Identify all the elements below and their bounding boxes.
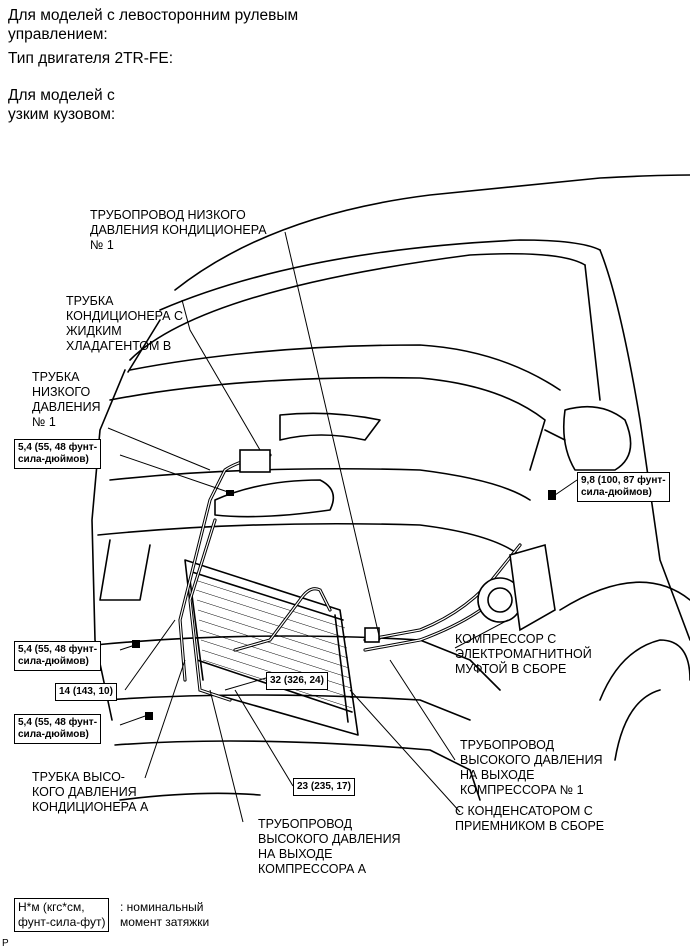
mirror-shape: [562, 405, 632, 471]
emblem-area: [214, 479, 335, 518]
condenser-outline: [184, 559, 359, 736]
label-high-pressure-tube-a: ТРУБКА ВЫСО- КОГО ДАВЛЕНИЯ КОНДИЦИОНЕРА …: [32, 770, 149, 814]
label-compressor-assembly: КОМПРЕССОР С ЭЛЕКТРОМАГНИТНОЙ МУФТОЙ В С…: [455, 632, 592, 676]
torque-box-7: 23 (235, 17): [293, 778, 355, 796]
label-liquid-pipe-b: ТРУБКА КОНДИЦИОНЕРА С ЖИДКИМ ХЛАДАГЕНТОМ…: [66, 294, 183, 353]
header-lhd: Для моделей с левосторонним рулевым упра…: [8, 7, 299, 43]
label-low-pressure-pipe-1: ТРУБОПРОВОД НИЗКОГО ДАВЛЕНИЯ КОНДИЦИОНЕР…: [90, 208, 267, 252]
torque-box-2: 9,8 (100, 87 фунт- сила-дюймов): [577, 472, 670, 502]
legend-box: Н*м (кгс*см, фунт-сила-фут): [14, 898, 110, 932]
label-condenser-assembly: С КОНДЕНСАТОРОМ С ПРИЕМНИКОМ В СБОРЕ: [455, 804, 605, 833]
windshield-edge: [129, 252, 586, 361]
torque-box-5: 32 (326, 24): [266, 672, 328, 690]
hood-front: [109, 376, 546, 471]
header-engine: Тип двигателя 2TR-FE:: [8, 50, 174, 67]
hood-top: [129, 344, 561, 391]
windshield-top: [159, 239, 601, 311]
header-narrow-body: Для моделей с узким кузовом:: [8, 87, 116, 123]
pipe-bracket: [239, 449, 271, 473]
torque-box-4: 14 (143, 10): [55, 683, 117, 701]
legend-text: : номинальный момент затяжки: [120, 900, 210, 929]
leader-low-pressure-pipe: [284, 231, 381, 641]
corner-mark: P: [2, 938, 9, 949]
torque-box-6: 5,4 (55, 48 фунт- сила-дюймов): [14, 714, 102, 744]
torque-box-1: 5,4 (55, 48 фунт- сила-дюймов): [14, 439, 102, 469]
roof-line: [174, 174, 690, 291]
label-discharge-pipe-a: ТРУБОПРОВОД ВЫСОКОГО ДАВЛЕНИЯ НА ВЫХОДЕ …: [258, 817, 401, 876]
torque-box-3: 5,4 (55, 48 фунт- сила-дюймов): [14, 641, 102, 671]
compressor-body: [509, 543, 556, 632]
label-discharge-pipe-1: ТРУБОПРОВОД ВЫСОКОГО ДАВЛЕНИЯ НА ВЫХОДЕ …: [460, 738, 603, 797]
label-low-pressure-tube-1: ТРУБКА НИЗКОГО ДАВЛЕНИЯ № 1: [32, 370, 101, 429]
